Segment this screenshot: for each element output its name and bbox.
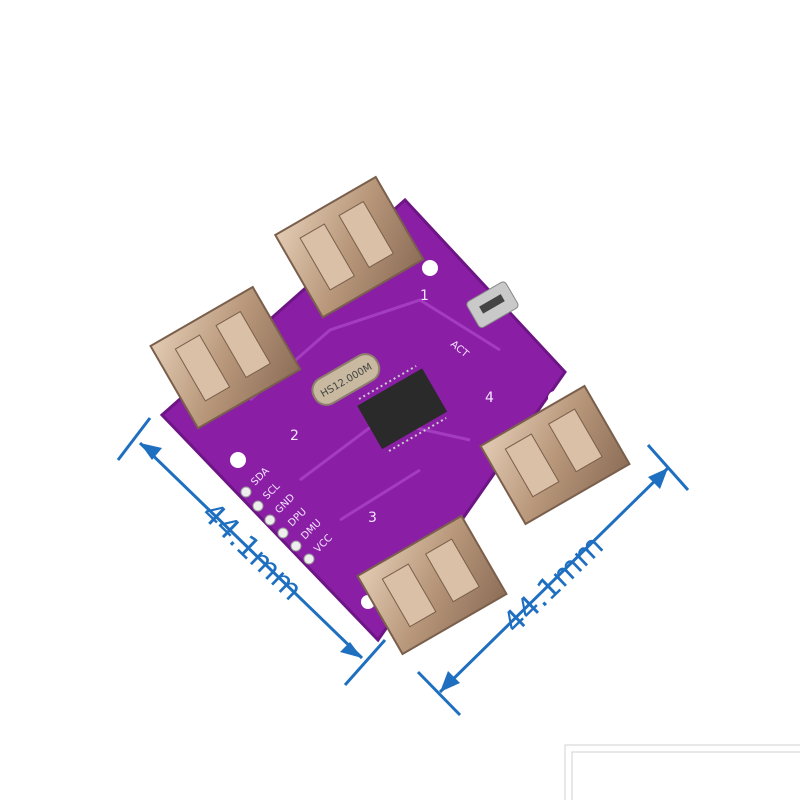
port-number: 4: [485, 390, 494, 406]
dimension-right: [416, 444, 690, 717]
mount-hole: [422, 260, 438, 276]
mount-hole: [230, 452, 246, 468]
dimension-height-label: 44.1mm: [496, 529, 610, 641]
port-number: 3: [368, 510, 377, 526]
hub-chip: [357, 365, 448, 452]
usb-port-3: [356, 514, 508, 656]
frame-edge: [564, 744, 800, 800]
port-number: 1: [420, 288, 429, 304]
port-number: 2: [290, 428, 299, 444]
usb-port-2: [149, 285, 302, 430]
usb-port-4: [479, 384, 631, 526]
pcb-board: [159, 197, 567, 643]
dimension-left: [116, 417, 387, 686]
usb-port-1: [273, 175, 425, 319]
micro-usb-port: [466, 281, 519, 329]
